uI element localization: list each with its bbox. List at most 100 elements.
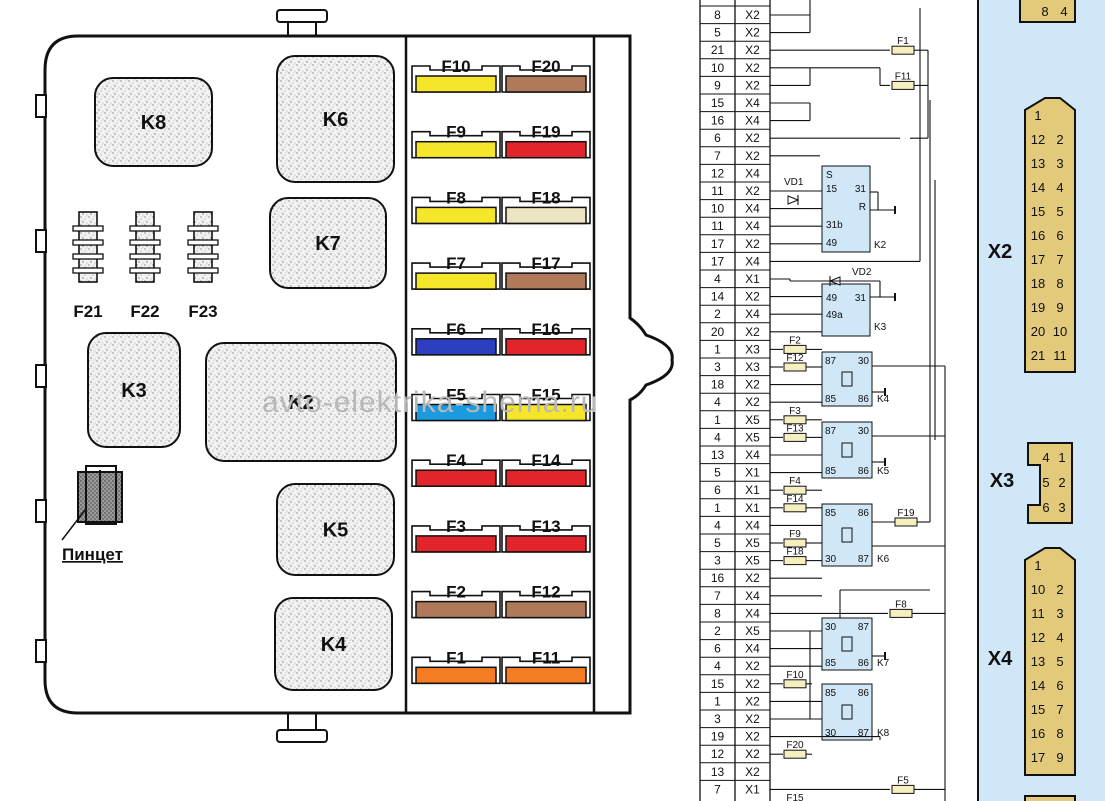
pin-number: 10 xyxy=(711,61,725,75)
connector-pin: 6 xyxy=(1042,500,1049,515)
pin-label: 87 xyxy=(825,426,837,437)
fuse-label: F18 xyxy=(786,547,804,558)
fuse-f20: F20 xyxy=(501,57,591,93)
pin-label: 49 xyxy=(826,293,838,304)
pin-label: 87 xyxy=(858,728,870,739)
fuse-label: F11 xyxy=(532,648,560,667)
connector-id: X2 xyxy=(745,712,760,726)
connector-id: X2 xyxy=(745,378,760,392)
pin-label: 31 xyxy=(855,184,867,195)
pin-number: 1 xyxy=(714,413,721,427)
pin-number: 13 xyxy=(711,765,725,779)
fuse-f13: F13 xyxy=(501,517,591,553)
pin-number: 6 xyxy=(714,131,721,145)
fuse-label: F15 xyxy=(531,386,560,405)
pin-number: 7 xyxy=(714,589,721,603)
connector-pin: 2 xyxy=(1058,475,1065,490)
connector-pin: 11 xyxy=(1053,348,1067,363)
pin-number: 16 xyxy=(711,114,725,128)
fuse-body xyxy=(505,469,587,487)
fuse-f4: F4 xyxy=(411,451,501,487)
connector-pin: 18 xyxy=(1031,276,1045,291)
connector-x2-label: X2 xyxy=(988,241,1012,263)
pin-number: 15 xyxy=(711,677,725,691)
fuse-label: F6 xyxy=(446,320,466,339)
relay-label: K8 xyxy=(141,112,167,134)
pin-number: 12 xyxy=(711,166,725,180)
fuse-body xyxy=(505,535,587,553)
connector-pin: 11 xyxy=(1031,606,1045,621)
connector-pin: 9 xyxy=(1056,300,1063,315)
relay-label: K2 xyxy=(288,392,314,414)
schematic-fuse-f14: F14 xyxy=(783,494,807,513)
fuse-body xyxy=(415,338,497,356)
connector-id: X2 xyxy=(745,26,760,40)
schematic-fuse-f3: F3 xyxy=(783,406,807,425)
fuse-label: F9 xyxy=(789,529,801,540)
fuse-label: F5 xyxy=(897,775,909,786)
connector-pin: 4 xyxy=(1056,630,1063,645)
fuse-label: F1 xyxy=(446,648,466,667)
fuse-label: F3 xyxy=(446,517,466,536)
pin-number: 3 xyxy=(714,360,721,374)
connector-pin: 5 xyxy=(1042,475,1049,490)
connector-x1-body xyxy=(1019,0,1076,23)
pin-number: 7 xyxy=(714,782,721,796)
schematic-fuse-f1: F1 xyxy=(891,36,915,55)
fuse-label: F12 xyxy=(531,583,560,602)
connector-pin: 15 xyxy=(1031,204,1045,219)
connector-id: X2 xyxy=(745,395,760,409)
pin-number: 11 xyxy=(711,184,724,198)
pin-label: S xyxy=(826,170,833,181)
fuse-body xyxy=(505,75,587,93)
connector-pin: 20 xyxy=(1031,324,1045,339)
relay-k4: K4 xyxy=(274,597,393,691)
connector-pin: 4 xyxy=(1056,180,1063,195)
connector-pin: 1 xyxy=(1058,450,1065,465)
pin-number: 7 xyxy=(714,149,721,163)
pin-number: 4 xyxy=(714,659,721,673)
fuse-body xyxy=(505,206,587,225)
fuse-label: F23 xyxy=(188,302,217,321)
pin-label: 30 xyxy=(858,356,870,367)
pin-number: 4 xyxy=(714,518,721,532)
pin-number: 18 xyxy=(711,378,725,392)
connector-id: X5 xyxy=(745,430,760,444)
relay-k2: K2 xyxy=(205,342,397,462)
pin-number: 2 xyxy=(714,307,721,321)
connector-pin: 1 xyxy=(1034,558,1041,573)
connector-id: X2 xyxy=(745,237,760,251)
fuse-label: F8 xyxy=(895,599,907,610)
relay-label: K6 xyxy=(877,554,890,565)
connector-id: X1 xyxy=(745,782,760,796)
fuse-f22: F22 xyxy=(129,211,161,321)
fuse-label: F2 xyxy=(789,335,801,346)
connector-x3-label: X3 xyxy=(990,470,1014,492)
connector-x4-label: X4 xyxy=(988,648,1013,670)
pin-label: 15 xyxy=(826,184,838,195)
pin-number: 5 xyxy=(714,26,721,40)
connector-pin: 17 xyxy=(1031,252,1045,267)
connector-id: X4 xyxy=(745,96,760,110)
fuse-row: F1 F11 xyxy=(411,648,591,685)
fuse-f2: F2 xyxy=(411,583,501,619)
schematic-fuse-f8: F8 xyxy=(889,599,913,618)
